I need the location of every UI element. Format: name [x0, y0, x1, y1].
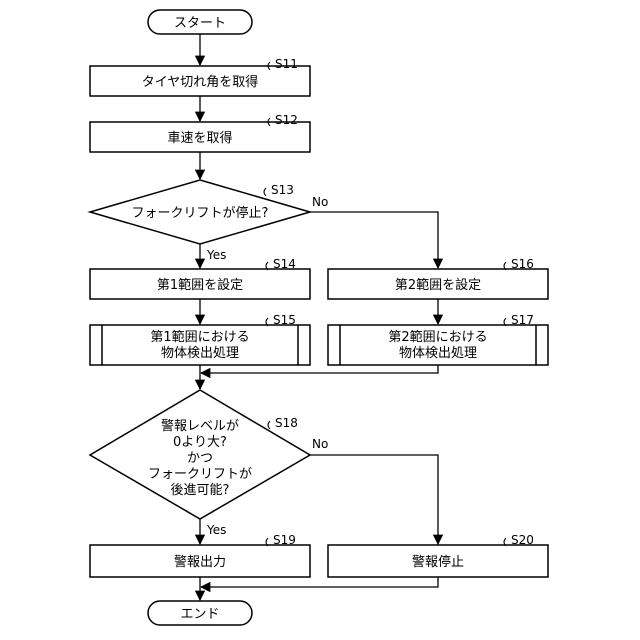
step-label-s17: S17: [511, 313, 534, 327]
s18-label-line5: 後進可能?: [171, 483, 230, 498]
s18-no-label: No: [312, 437, 328, 451]
start-label: スタート: [174, 16, 226, 31]
s20-label: 警報停止: [412, 554, 464, 570]
s18-label-line3: かつ: [187, 451, 213, 466]
s14-label: 第1範囲を設定: [157, 277, 243, 293]
s18-label-line1: 警報レベルが: [161, 418, 239, 434]
s12-label: 車速を取得: [167, 130, 232, 146]
step-label-s20: S20: [511, 533, 534, 547]
connector-s13-no: [310, 212, 438, 268]
step-label-s14: S14: [273, 257, 296, 271]
s13-yes-label: Yes: [206, 248, 226, 262]
step-label-s12: S12: [275, 113, 298, 127]
end-label: エンド: [180, 607, 219, 622]
step-label-s11: S11: [275, 57, 298, 71]
s13-no-label: No: [312, 195, 328, 209]
s19-label: 警報出力: [174, 554, 226, 570]
s18-label-line4: フォークリフトが: [148, 467, 252, 482]
s11-label: タイヤ切れ角を取得: [142, 74, 259, 90]
s15-label-line2: 物体検出処理: [161, 346, 239, 361]
connector-s18-no: [310, 455, 438, 544]
s15-label-line1: 第1範囲における: [150, 330, 249, 345]
connector-s17-merge: [201, 365, 438, 373]
s18-yes-label: Yes: [206, 523, 226, 537]
s13-label: フォークリフトが停止?: [132, 205, 269, 221]
step-label-s19: S19: [273, 533, 296, 547]
s17-label-line2: 物体検出処理: [399, 346, 477, 361]
connector-s20-merge: [201, 577, 438, 587]
s17-label-line1: 第2範囲における: [388, 330, 487, 345]
step-label-s13: S13: [271, 183, 294, 197]
s16-label: 第2範囲を設定: [395, 277, 481, 293]
step-label-s18: S18: [275, 416, 298, 430]
s18-label-line2: 0より大?: [173, 435, 227, 450]
step-label-s16: S16: [511, 257, 534, 271]
step-label-s15: S15: [273, 313, 296, 327]
